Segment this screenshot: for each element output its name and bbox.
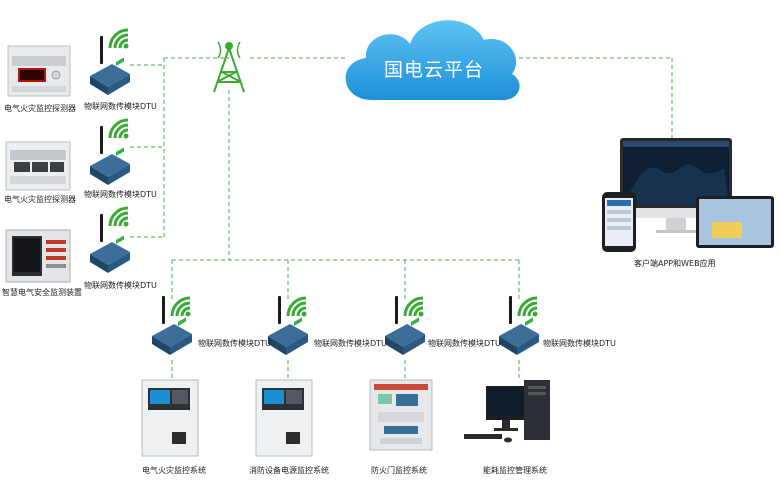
device-label-1: 电气火灾监控探测器 <box>4 104 76 113</box>
cloud-platform-icon <box>345 20 520 101</box>
dtu-label-bottom-1: 物联网数传模块DTU <box>198 339 271 348</box>
electric-fire-detector-2 <box>5 141 71 191</box>
client-label: 客户端APP和WEB应用 <box>634 259 716 268</box>
dtu-module-bottom-1 <box>152 296 192 355</box>
dtu-label-left-1: 物联网数传模块DTU <box>84 102 157 111</box>
dtu-module-left-2 <box>90 118 130 185</box>
dtu-label-left-3: 物联网数传模块DTU <box>84 281 157 290</box>
system-label-2: 消防设备电源监控系统 <box>249 466 329 475</box>
signal-tower-icon <box>213 41 245 93</box>
device-label-2: 电气火灾监控探测器 <box>4 195 76 204</box>
dtu-module-left-3 <box>90 206 130 273</box>
dtu-module-bottom-4 <box>499 296 539 355</box>
dtu-label-bottom-2: 物联网数传模块DTU <box>314 339 387 348</box>
energy-management-computer <box>464 380 550 443</box>
electric-fire-detector-1 <box>7 45 71 97</box>
dtu-module-bottom-2 <box>268 296 308 355</box>
client-devices-icon <box>602 138 774 252</box>
dtu-label-bottom-3: 物联网数传模块DTU <box>428 339 501 348</box>
dtu-label-bottom-4: 物联网数传模块DTU <box>543 339 616 348</box>
connection-lines <box>130 57 673 380</box>
fire-door-monitoring-panel <box>369 379 433 451</box>
system-label-1: 电气火灾监控系统 <box>142 466 206 475</box>
system-label-3: 防火门监控系统 <box>371 466 427 475</box>
device-label-3: 智慧电气安全监测装置 <box>2 288 82 297</box>
fire-equipment-power-monitoring-cabinet <box>255 379 313 457</box>
dtu-module-bottom-3 <box>385 296 425 355</box>
electric-fire-monitoring-cabinet <box>141 379 199 457</box>
cloud-platform-label: 国电云平台 <box>383 59 484 81</box>
dtu-module-left-1 <box>90 28 130 95</box>
dtu-label-left-2: 物联网数传模块DTU <box>84 190 157 199</box>
smart-electrical-safety-device <box>5 229 71 283</box>
system-label-4: 能耗监控管理系统 <box>483 466 547 475</box>
